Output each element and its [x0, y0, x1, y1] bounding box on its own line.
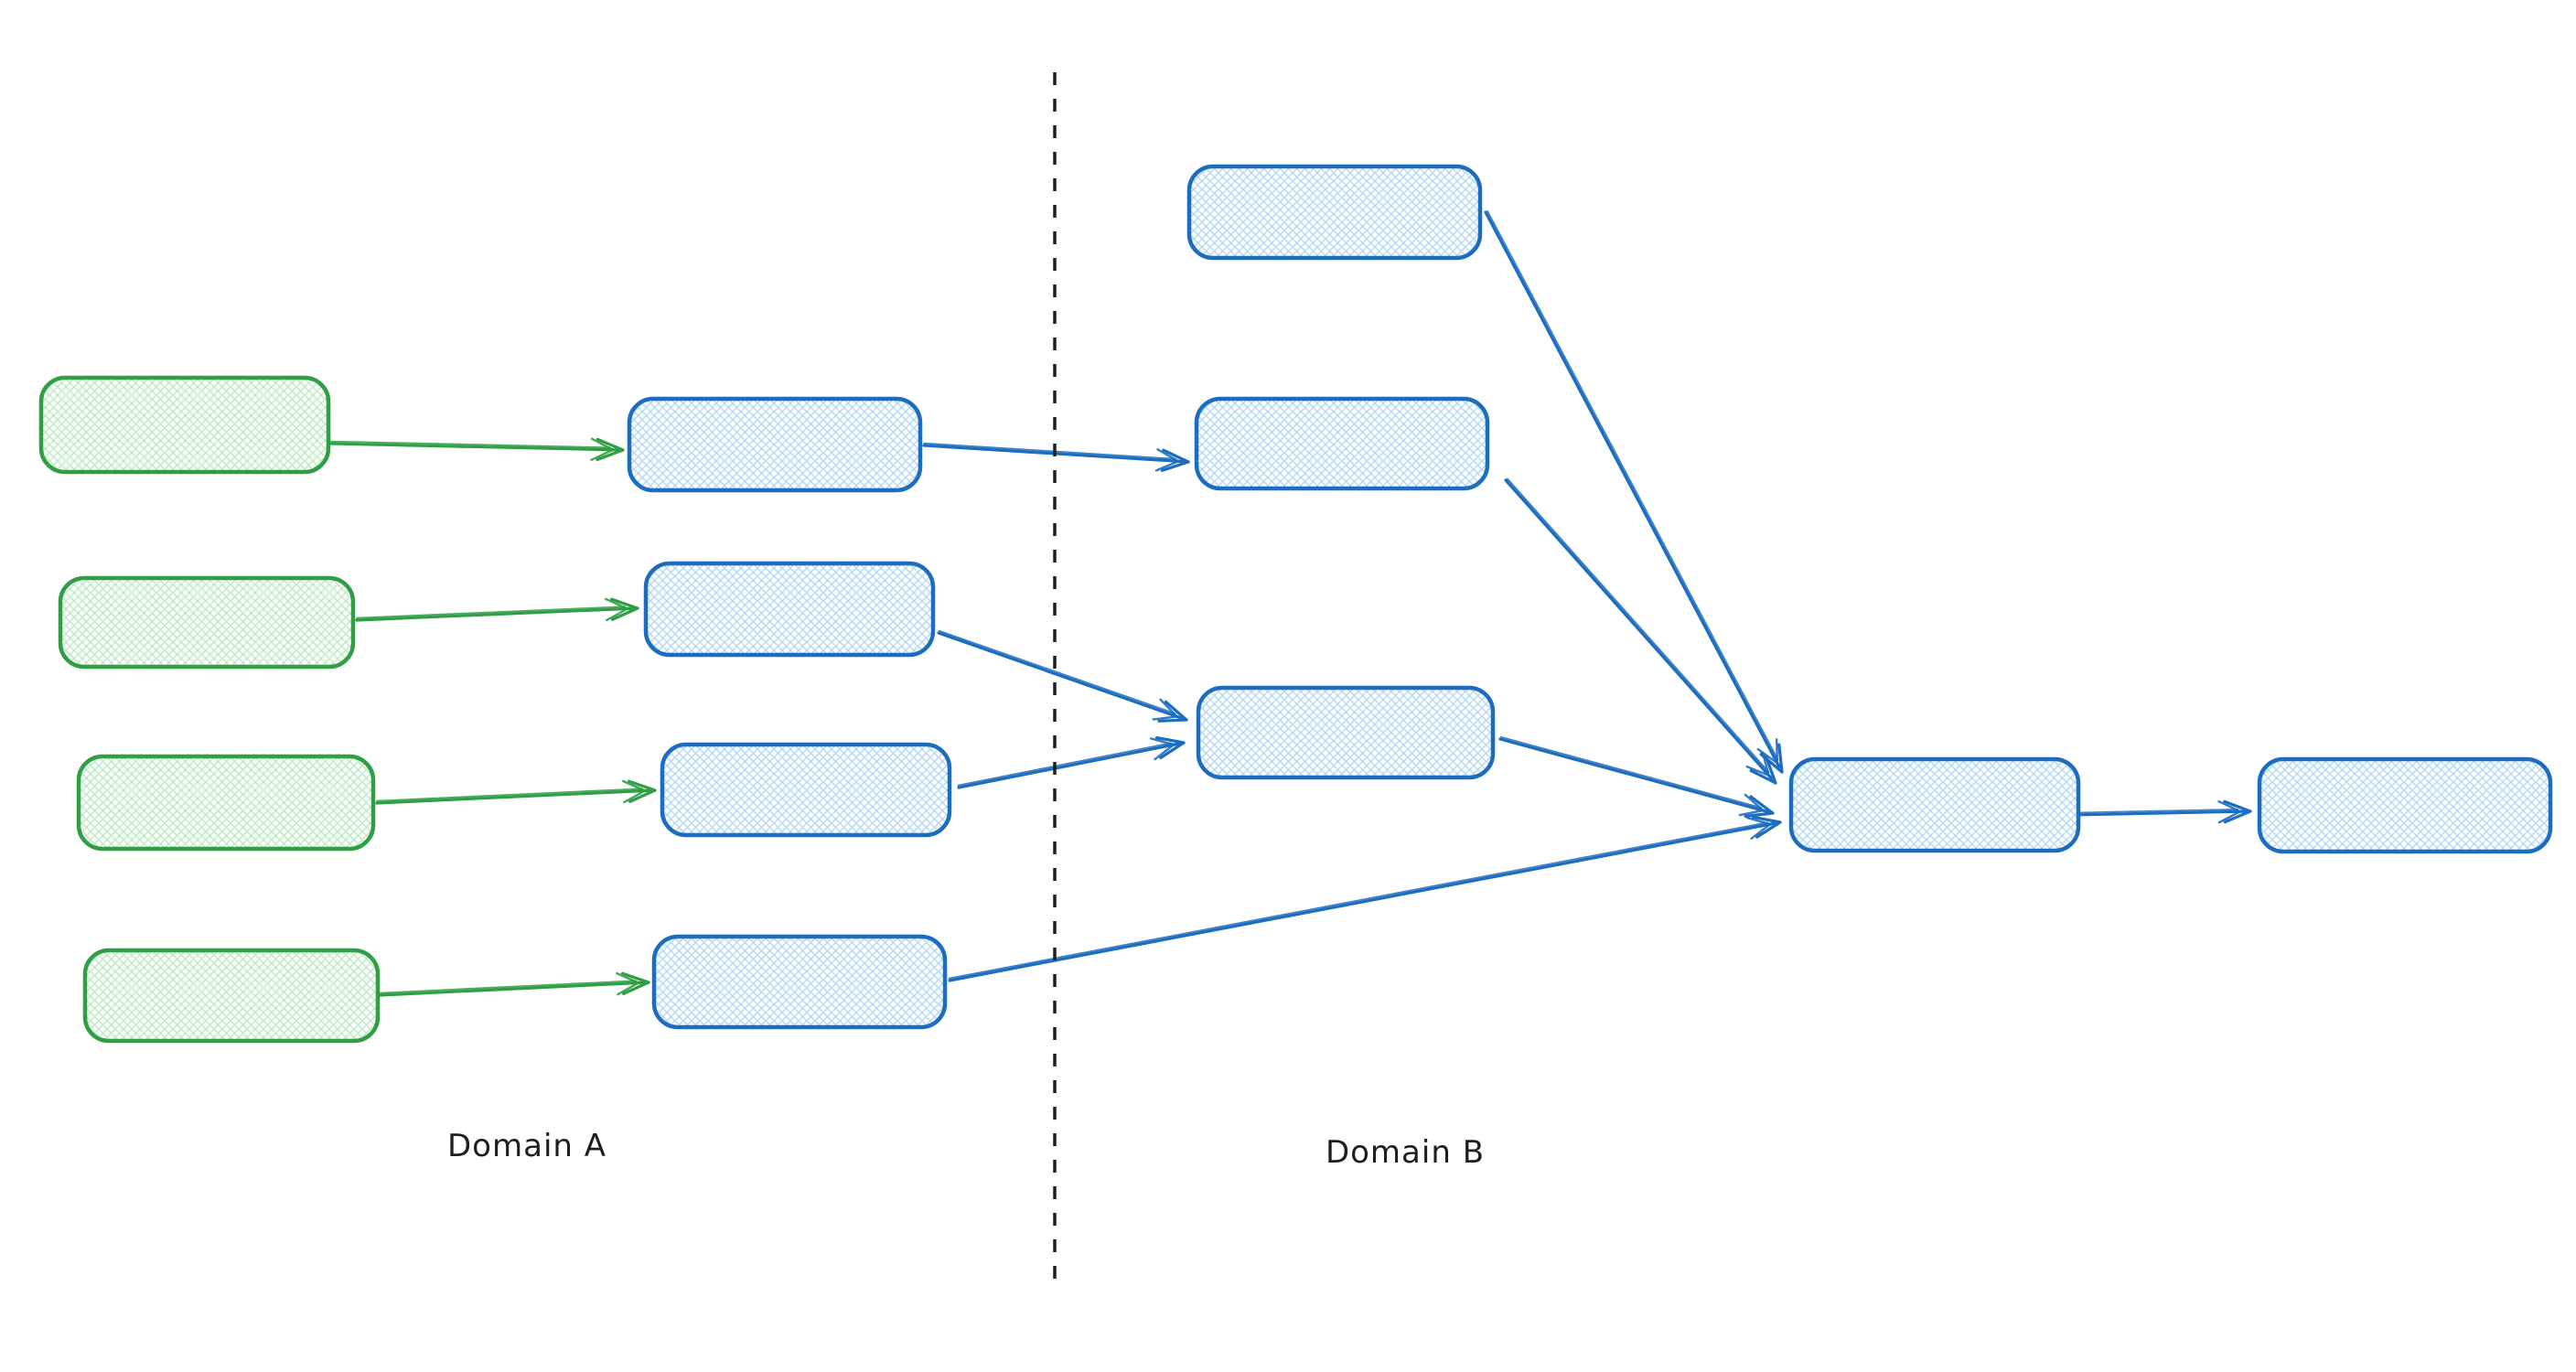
node-c3-blue-box[interactable] — [1196, 685, 1496, 780]
arrow-c2-d1[interactable] — [1504, 477, 1777, 785]
node-a4-green-box[interactable] — [82, 948, 381, 1044]
node-b4-blue-box[interactable] — [651, 934, 948, 1030]
node-c2-blue-box[interactable] — [1194, 396, 1490, 491]
edges-layer — [329, 209, 2252, 997]
arrow-b4-d1[interactable] — [948, 815, 1782, 982]
node-e1-blue-box[interactable] — [2257, 756, 2553, 854]
arrow-a4-b4[interactable] — [379, 971, 650, 997]
arrow-a2-b2[interactable] — [355, 597, 639, 622]
node-a2-green-box[interactable] — [58, 575, 356, 670]
domain-b-label[interactable]: Domain B — [1326, 1134, 1485, 1171]
arrow-b3-c3[interactable] — [957, 735, 1186, 789]
node-b1-blue-box[interactable] — [627, 396, 923, 493]
domain-a-label[interactable]: Domain A — [447, 1128, 606, 1164]
nodes-layer — [38, 164, 2553, 1044]
node-b2-blue-box[interactable] — [643, 561, 936, 658]
node-a1-green-box[interactable] — [38, 375, 331, 475]
arrow-a3-b3[interactable] — [375, 779, 657, 805]
node-a3-green-box[interactable] — [76, 754, 376, 852]
node-d1-blue-box[interactable] — [1788, 756, 2081, 853]
arrow-c1-d1[interactable] — [1484, 209, 1784, 774]
arrow-c3-d1[interactable] — [1498, 735, 1775, 818]
arrow-b2-c3[interactable] — [937, 629, 1188, 723]
node-b3-blue-box[interactable] — [660, 742, 952, 838]
node-c1-blue-box[interactable] — [1186, 164, 1483, 261]
arrow-a1-b1[interactable] — [329, 437, 625, 462]
